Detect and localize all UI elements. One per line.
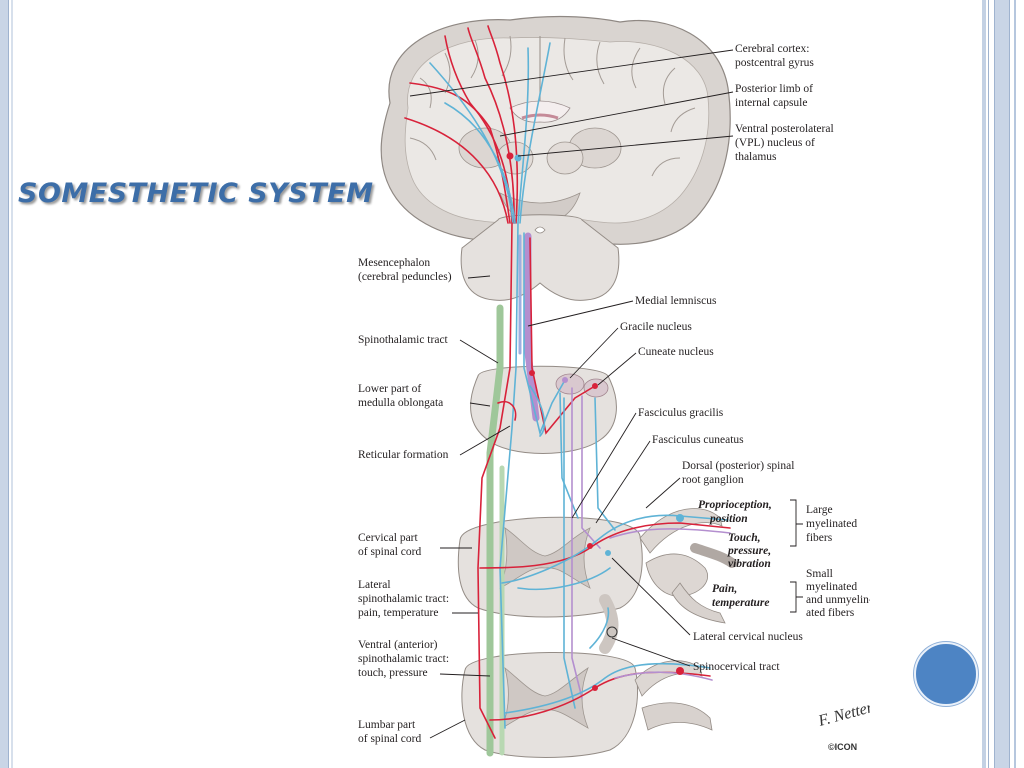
label-lateral-spinothalamic: Lateral spinothalamic tract: pain, tempe…	[358, 579, 452, 619]
somesthetic-diagram: Cerebral cortex: postcentral gyrus Poste…	[358, 15, 870, 758]
label-fasciculus-gracilis: Fasciculus gracilis	[638, 407, 724, 419]
label-spinocervical-tract: Spinocervical tract	[693, 661, 780, 673]
label-cerebral-cortex: Cerebral cortex: postcentral gyrus	[735, 43, 814, 69]
label-reticular-formation: Reticular formation	[358, 449, 449, 461]
leader-lines	[409, 49, 803, 739]
svg-text:F. Netter: F. Netter	[816, 699, 870, 730]
label-cuneate-nucleus: Cuneate nucleus	[638, 346, 714, 358]
label-posterior-limb: Posterior limb of internal capsule	[735, 83, 816, 109]
label-lumbar-cord: Lumbar part of spinal cord	[358, 719, 421, 745]
slide-frame-left-line	[11, 0, 13, 768]
label-fasciculus-cuneatus: Fasciculus cuneatus	[652, 434, 744, 446]
label-vpl-nucleus: Ventral posterolateral (VPL) nucleus of …	[735, 123, 837, 163]
label-cervical-cord: Cervical part of spinal cord	[358, 532, 421, 558]
tracts	[404, 25, 731, 757]
label-mesencephalon: Mesencephalon (cerebral peduncles)	[358, 257, 452, 283]
label-lateral-cervical-nucleus: Lateral cervical nucleus	[693, 631, 803, 643]
label-small-fibers: Small myelinated and unmyelin- ated fibe…	[806, 568, 870, 619]
copyright-mark: ©ICON	[828, 742, 857, 752]
label-large-fibers: Large myelinated fibers	[806, 504, 860, 544]
mesencephalon	[460, 214, 620, 301]
brain-section	[380, 15, 731, 245]
label-dorsal-root-ganglion: Dorsal (posterior) spinal root ganglion	[682, 460, 797, 486]
label-spinothalamic-tract: Spinothalamic tract	[358, 334, 449, 346]
label-touch: Touch, pressure, vibration	[727, 532, 774, 570]
slide-title: SOMESTHETIC SYSTEM	[18, 178, 374, 209]
slide-frame-right	[982, 0, 1024, 768]
accent-circle	[914, 642, 978, 706]
neuron-cells	[506, 152, 684, 691]
label-pain-temperature: Pain, temperature	[712, 583, 770, 609]
label-gracile-nucleus: Gracile nucleus	[620, 321, 692, 333]
label-proprioception: Proprioception, position	[698, 499, 775, 525]
label-ventral-spinothalamic: Ventral (anterior) spinothalamic tract: …	[358, 639, 452, 679]
lumbar-cord	[461, 651, 713, 758]
artist-signature: F. Netter ©ICON	[816, 699, 870, 752]
label-medial-lemniscus: Medial lemniscus	[635, 295, 717, 307]
slide-frame-left	[0, 0, 9, 768]
label-lower-medulla: Lower part of medulla oblongata	[358, 383, 443, 409]
